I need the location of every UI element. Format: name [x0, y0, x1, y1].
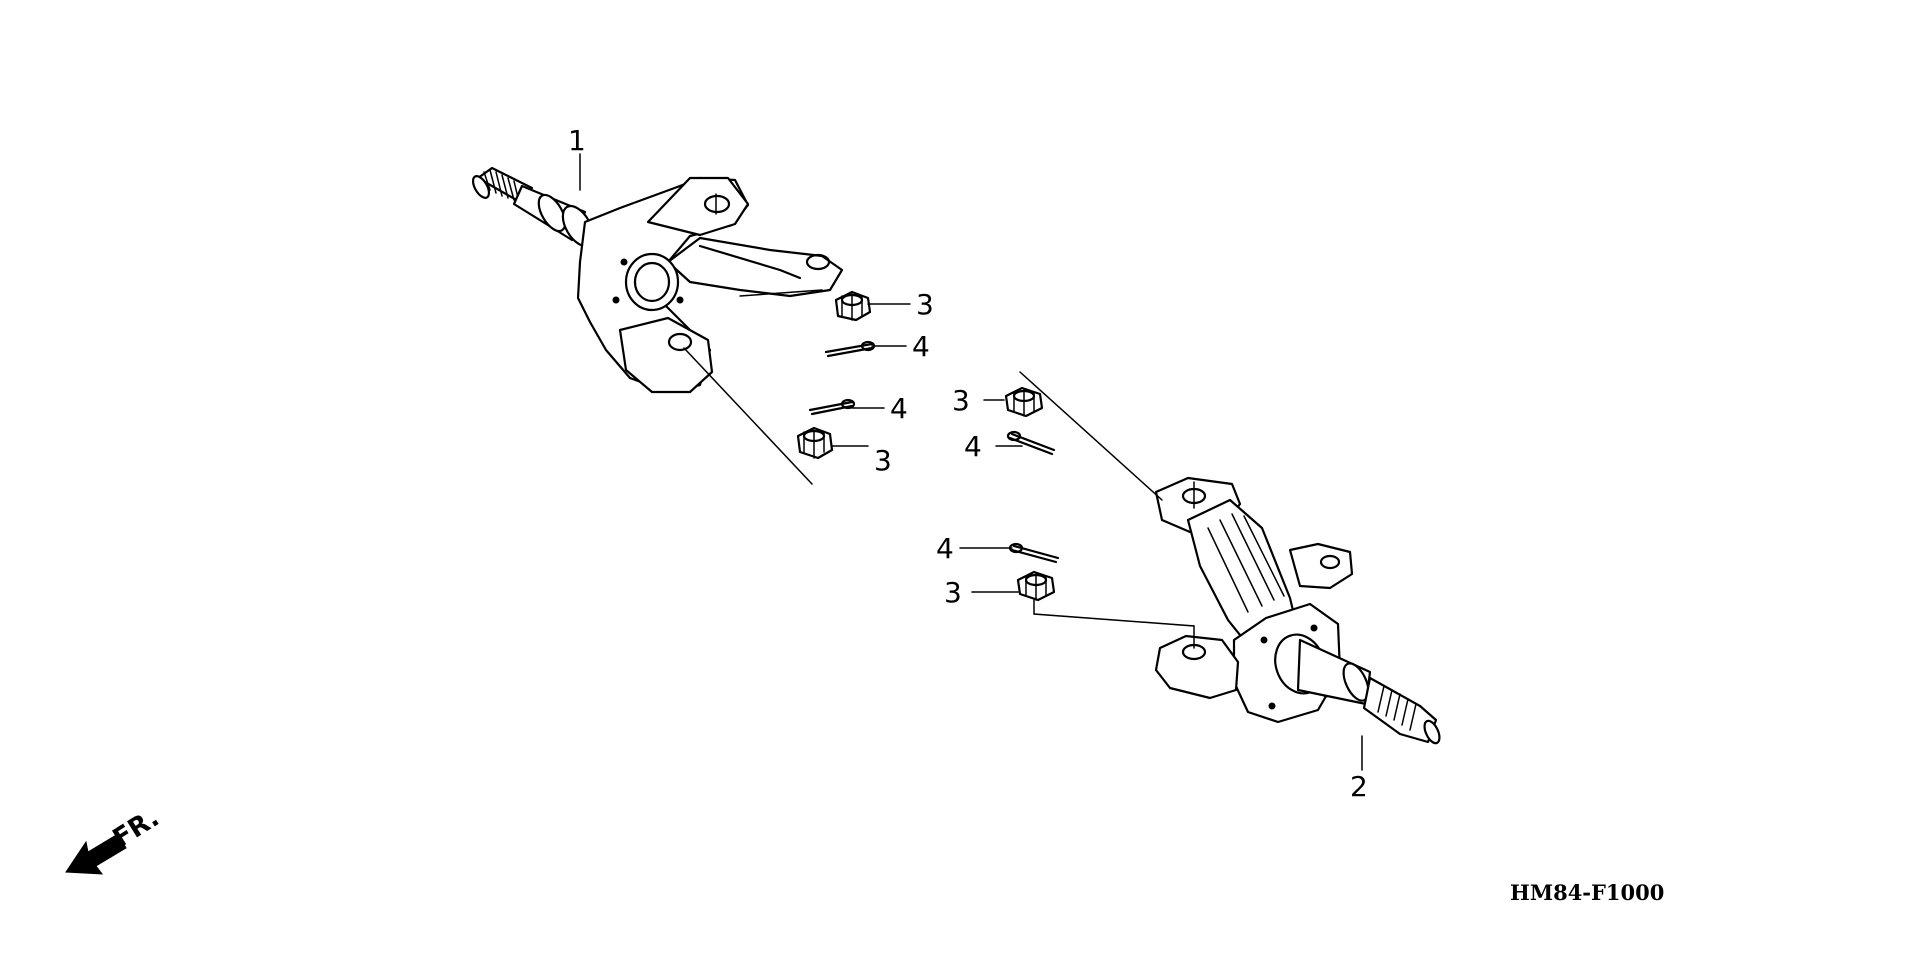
callout-4-d: 4: [936, 532, 954, 565]
cotter-pin-a: [824, 340, 876, 358]
right-upper-leader: [1019, 371, 1163, 501]
callout-3-lower-right: 3: [944, 576, 962, 609]
callout-3-upper-right: 3: [952, 384, 970, 417]
right-knuckle-drawing: [1154, 476, 1441, 745]
front-arrow-icon: [65, 833, 127, 875]
left-knuckle-drawing: [471, 166, 844, 394]
callout-4-c: 4: [964, 430, 982, 463]
castle-nut-upper-right: [1004, 386, 1044, 418]
cotter-pin-d: [1008, 542, 1060, 564]
right-lower-leader: [1033, 599, 1195, 649]
castle-nut-lower-left: [796, 426, 834, 460]
callout-1: 1: [568, 124, 586, 157]
callout-4-b: 4: [890, 392, 908, 425]
castle-nut-upper-left: [834, 290, 872, 322]
drawing-code: HM84-F1000: [1510, 880, 1664, 905]
callout-4-a: 4: [912, 330, 930, 363]
left-upper-leader: [739, 289, 823, 297]
left-lower-leader: [683, 347, 813, 485]
cotter-pin-b: [808, 398, 856, 416]
left-hub-boss: [624, 252, 680, 312]
castle-nut-lower-right: [1016, 570, 1056, 602]
cotter-pin-c: [1006, 430, 1056, 456]
left-steering-arm: [666, 236, 844, 298]
callout-2: 2: [1350, 770, 1368, 803]
callout-3-upper-left: 3: [916, 288, 934, 321]
front-direction-arrow: FR.: [65, 803, 165, 875]
callout-3-lower-left: 3: [874, 444, 892, 477]
